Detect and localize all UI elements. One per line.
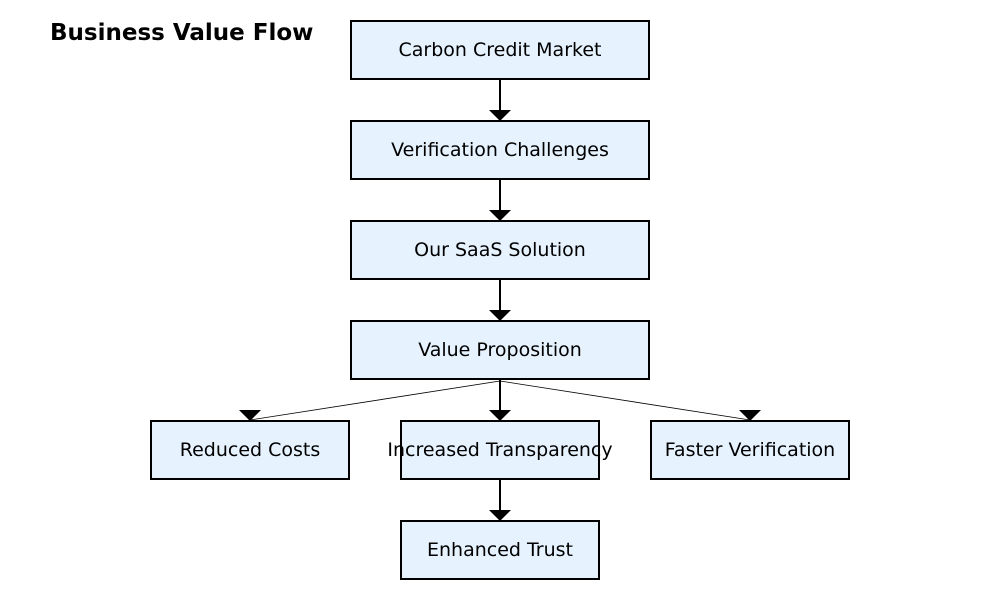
node-label: Verification Challenges — [391, 139, 609, 161]
arrowhead-trust — [489, 510, 511, 521]
edge-value-to-reduced-costs — [249, 380, 501, 421]
node-enhanced-trust: Enhanced Trust — [400, 520, 600, 580]
node-reduced-costs: Reduced Costs — [150, 420, 350, 480]
node-value-proposition: Value Proposition — [350, 320, 650, 380]
edge-value-to-faster-verification — [499, 380, 751, 421]
arrowhead-reduced-costs — [239, 410, 261, 421]
arrowhead-transparency — [489, 410, 511, 421]
node-faster-verification: Faster Verification — [650, 420, 850, 480]
node-label: Enhanced Trust — [426, 539, 574, 561]
node-label: Our SaaS Solution — [414, 239, 586, 261]
arrowhead-faster-verification — [739, 410, 761, 421]
arrowhead-solution — [489, 210, 511, 221]
node-increased-transparency: Increased Transparency — [387, 420, 613, 480]
node-label: Increased Transparency — [387, 439, 613, 461]
node-label: Faster Verification — [664, 439, 836, 461]
node-label: Value Proposition — [418, 339, 582, 361]
diagram-title: Business Value Flow — [50, 20, 314, 46]
node-verification-challenges: Verification Challenges — [350, 120, 650, 180]
arrowhead-value — [489, 310, 511, 321]
node-label: Reduced Costs — [179, 439, 321, 461]
arrowhead-challenges — [489, 110, 511, 121]
node-saas-solution: Our SaaS Solution — [350, 220, 650, 280]
node-carbon-credit-market: Carbon Credit Market — [350, 20, 650, 80]
node-label: Carbon Credit Market — [398, 39, 602, 61]
